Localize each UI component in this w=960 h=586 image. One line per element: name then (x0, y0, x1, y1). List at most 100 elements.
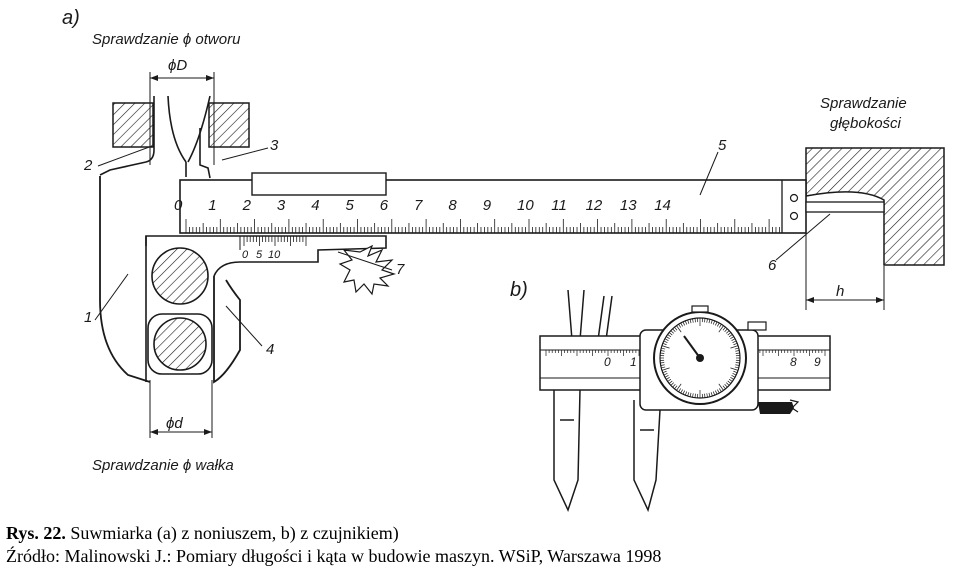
caption-title: Suwmiarka (a) z noniuszem, b) z czujniki… (70, 523, 399, 543)
dial-face-tick (694, 318, 696, 323)
scale-number: 1 (208, 197, 216, 214)
dial-face-tick (666, 336, 670, 340)
dial-face-tick (684, 320, 688, 325)
caption-source: Źródło: Malinowski J.: Pomiary długości … (6, 546, 662, 566)
dial-face-tick (663, 340, 668, 343)
dial-face-tick (712, 391, 716, 396)
dial-face-tick (730, 367, 739, 371)
dial-face-tick (672, 328, 676, 332)
dial-face-tick (661, 347, 666, 350)
dial-face-tick (733, 342, 738, 346)
scale-number: 6 (380, 197, 389, 214)
dial-face-tick (726, 330, 730, 334)
callout-6: 6 (768, 257, 777, 274)
dial-face-tick (704, 393, 706, 398)
callout-2: 2 (83, 157, 93, 174)
shaft-check-label: Sprawdzanie ϕ wałka (92, 457, 234, 474)
dial-face-tick (661, 345, 670, 349)
vernier-slider (145, 235, 387, 277)
dial-face-tick (732, 340, 737, 343)
dial-face-tick (668, 380, 673, 384)
scale-number: 5 (346, 197, 355, 214)
vernier-label-10: 10 (268, 249, 281, 261)
dial-face-tick (660, 362, 665, 364)
dial-face-tick (722, 326, 726, 331)
dial-face-tick (710, 319, 713, 324)
dial-face-tick (718, 324, 722, 328)
dial-face-tick (735, 352, 740, 354)
dial-face-tick (735, 364, 740, 366)
dial-face-tick (727, 332, 732, 336)
dial-face-tick (733, 370, 738, 374)
depth-workpiece (805, 147, 945, 266)
dial-face-tick (684, 391, 688, 396)
dial-face-tick (667, 334, 672, 338)
knurled-wheel-icon (338, 244, 397, 296)
dial-face-tick (682, 390, 685, 395)
scale-number: 2 (242, 197, 252, 214)
dial-face-tick (663, 373, 668, 376)
scale-number: 8 (448, 197, 457, 214)
shaft-workpiece (147, 247, 213, 375)
panel-b-label: b) (510, 279, 528, 301)
dial-face-tick (674, 385, 678, 390)
scale-number: 7 (414, 197, 423, 214)
dial-face-tick (717, 389, 720, 394)
scale-number: 0 (174, 197, 183, 214)
dial-face-tick (660, 364, 665, 366)
dial-face-tick (704, 318, 706, 323)
dial-face-tick (666, 376, 670, 380)
callout-5: 5 (718, 137, 727, 154)
dial-face-tick (708, 319, 711, 324)
dial-face-tick (732, 373, 737, 376)
vernier-label-0: 0 (242, 249, 249, 261)
dial-face-tick (694, 393, 696, 398)
phi-d-label: ϕd (166, 415, 183, 432)
dial-face-tick (724, 328, 728, 332)
dial-face-tick (735, 362, 740, 364)
dial-scale-9: 9 (814, 355, 821, 369)
dial-face-tick (667, 378, 672, 382)
caption-title-line: Rys. 22. Suwmiarka (a) z noniuszem, b) z… (6, 522, 956, 545)
depth-rod (805, 201, 885, 310)
dial-face-tick (670, 330, 674, 334)
dial-face-tick (728, 334, 733, 338)
dial-face-tick (676, 325, 682, 333)
dial-face-tick (734, 366, 739, 369)
scale-number: 10 (517, 197, 534, 214)
hole-workpiece (112, 102, 250, 148)
dial-scale-8: 8 (790, 355, 797, 369)
dial-face-tick (730, 376, 734, 380)
dial-scale-1: 1 (630, 355, 637, 369)
dial-face-tick (706, 318, 708, 323)
scale-number: 4 (311, 197, 319, 214)
dial-face-tick (664, 375, 669, 378)
callouts: 1 2 3 4 5 6 7 (83, 137, 831, 358)
dial-face-tick (668, 332, 673, 336)
caption-label: Rys. 22. (6, 523, 66, 543)
dial-face-tick (731, 375, 736, 378)
dial-face-tick (660, 350, 665, 352)
dial-face-tick (727, 380, 732, 384)
dial-face-tick (689, 392, 692, 397)
h-label: h (836, 283, 844, 300)
dial-face-tick (670, 382, 674, 386)
scale-number: 9 (483, 197, 492, 214)
dial-face-tick (678, 388, 682, 392)
dial-face-tick (715, 390, 718, 395)
dial-face-tick (731, 338, 736, 341)
callout-3: 3 (270, 137, 279, 154)
dial-face-tick (682, 321, 685, 326)
dial-face-tick (664, 338, 669, 341)
vernier-label-5: 5 (256, 249, 263, 261)
scale-number: 12 (586, 197, 603, 214)
panel-a-label: a) (62, 7, 80, 29)
dial-face-tick (712, 320, 716, 325)
figure-caption: Rys. 22. Suwmiarka (a) z noniuszem, b) z… (6, 522, 956, 568)
dial-face-tick (735, 350, 740, 352)
inside-jaws (99, 95, 211, 179)
caliper-figure: a) Sprawdzanie ϕ otworu ϕD Sprawdzanie g… (62, 7, 945, 513)
dial-face-tick (661, 366, 666, 369)
dial-face-tick (708, 392, 711, 397)
